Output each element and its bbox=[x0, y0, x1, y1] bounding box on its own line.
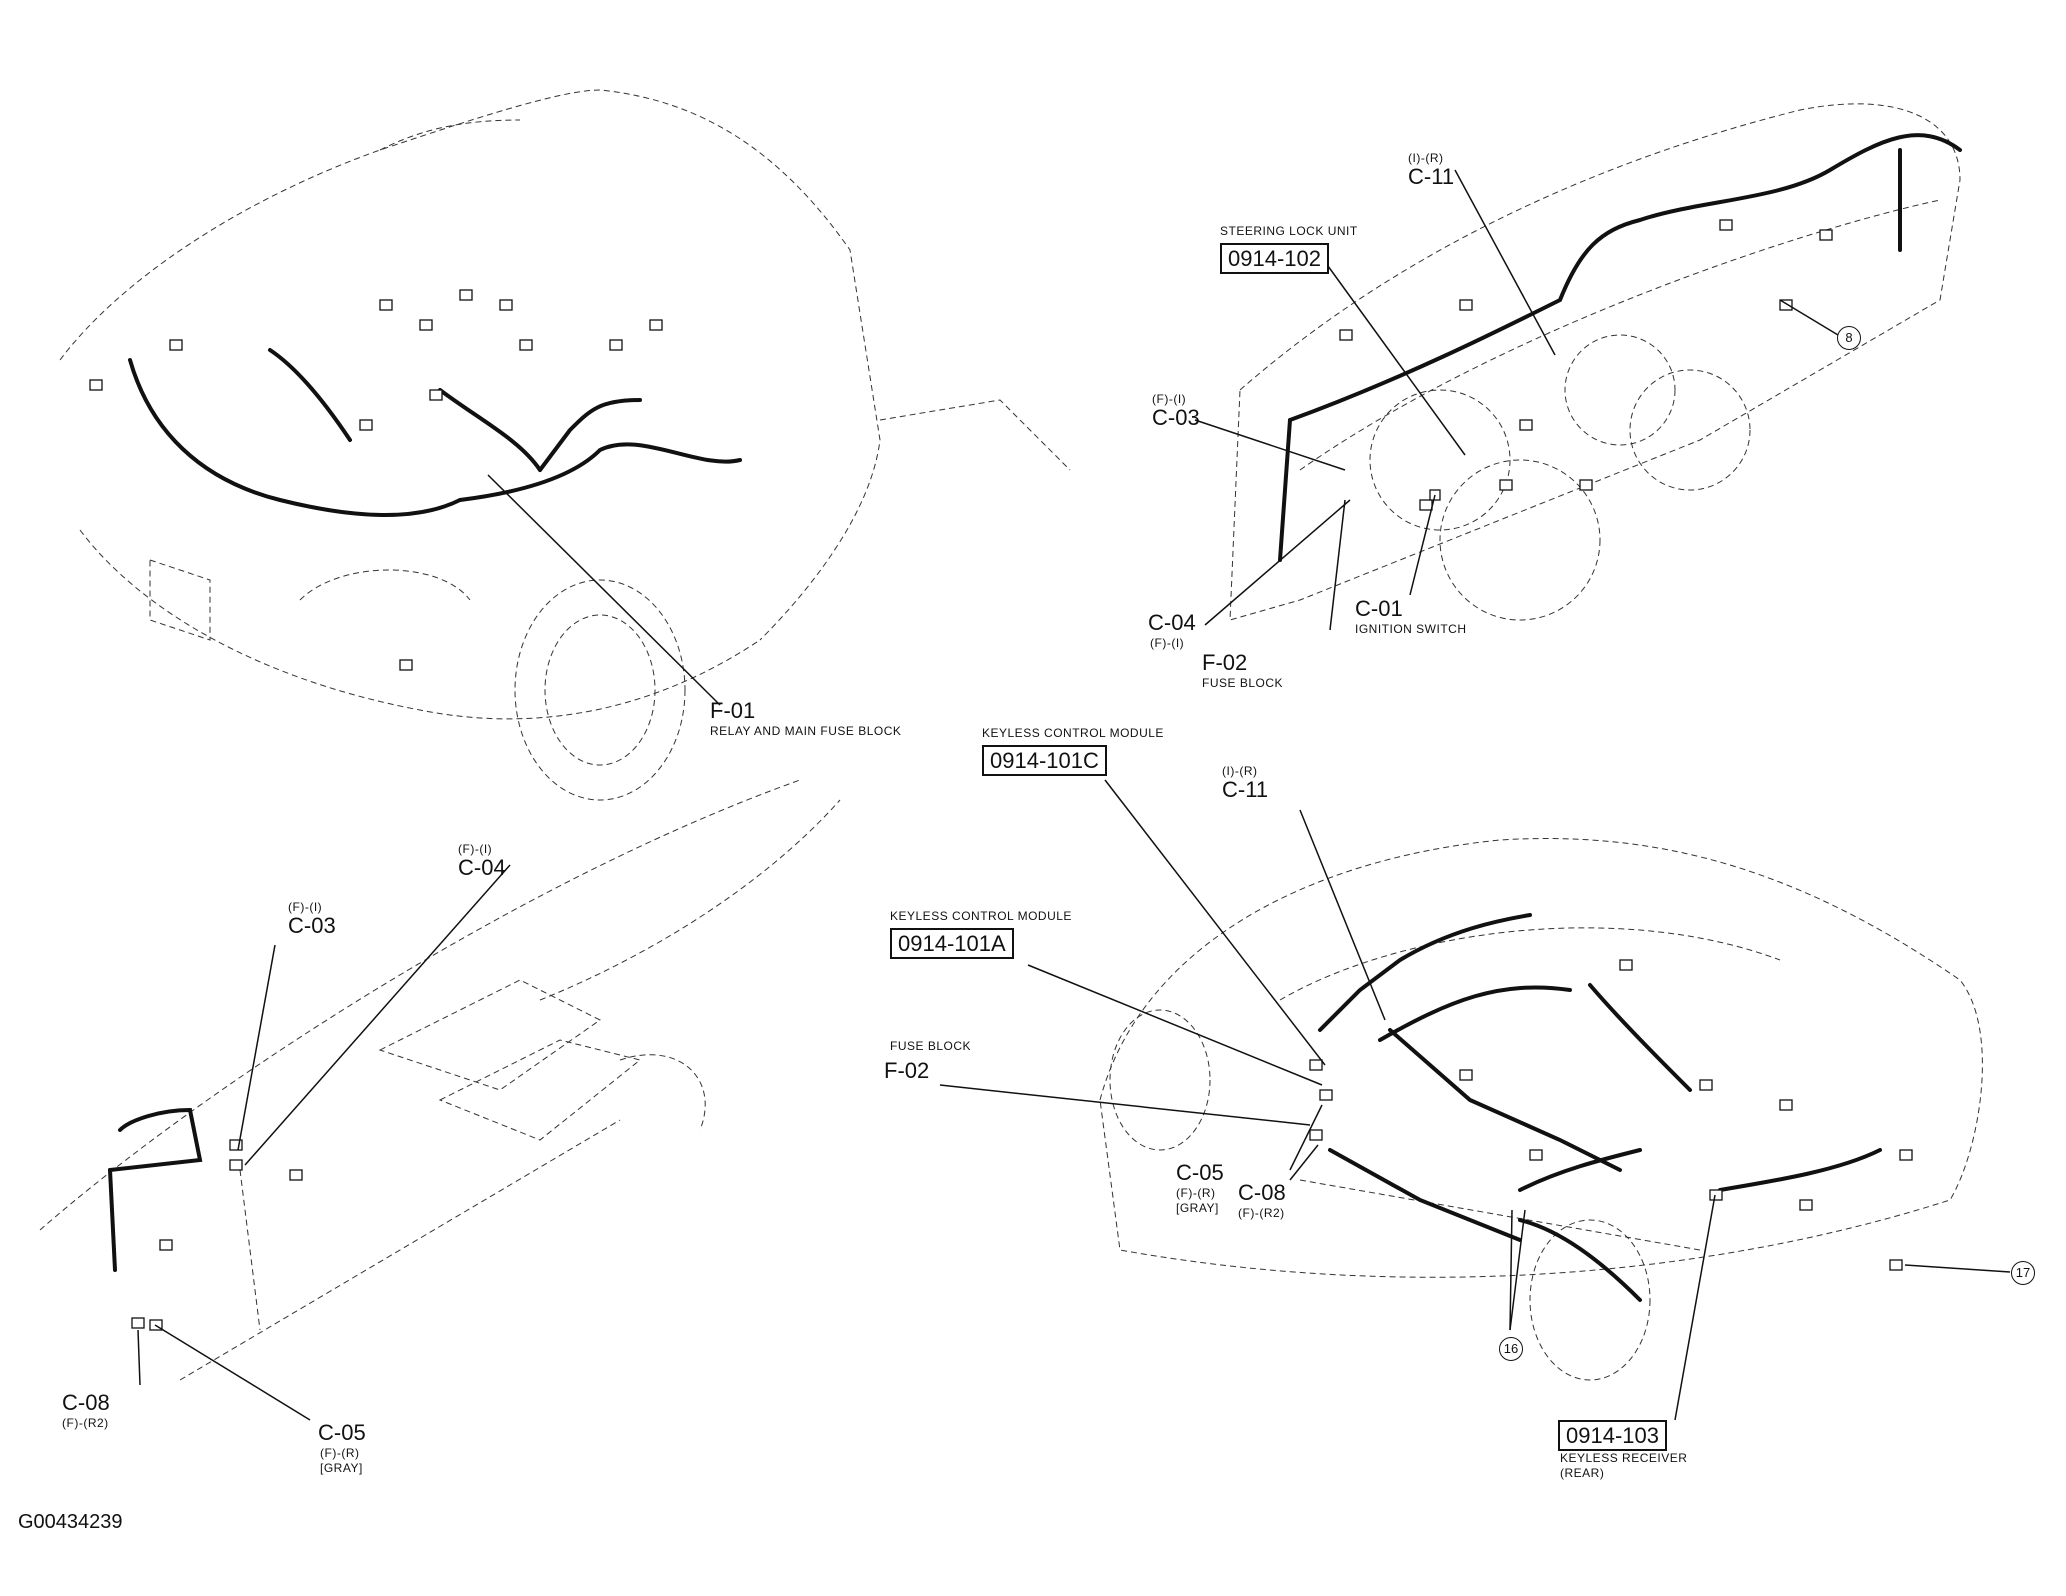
keyless-receiver-caption2: (REAR) bbox=[1560, 1466, 1605, 1480]
callout-17: 17 bbox=[2011, 1261, 2035, 1285]
dash-c04-code: C-04 bbox=[1148, 610, 1196, 635]
dash-c01-code: C-01 bbox=[1355, 596, 1403, 621]
f01-code: F-01 bbox=[710, 698, 756, 723]
under-c05-code: C-05 bbox=[318, 1420, 366, 1445]
kcm-c-ref: 0914-101C bbox=[982, 745, 1107, 776]
body-c11-sub: (I)-(R) bbox=[1222, 764, 1258, 778]
car-outlines bbox=[39, 89, 1983, 1381]
dash-c11-code: C-11 bbox=[1408, 164, 1455, 189]
body-c05-code: C-05 bbox=[1176, 1160, 1224, 1185]
dash-f02-code: F-02 bbox=[1202, 650, 1248, 675]
dash-f02-caption: FUSE BLOCK bbox=[1202, 676, 1284, 690]
body-c05-sub2: [GRAY] bbox=[1176, 1201, 1219, 1215]
callout-16: 16 bbox=[1499, 1337, 1523, 1361]
dash-c01-caption: IGNITION SWITCH bbox=[1355, 622, 1467, 636]
kcm-c-caption: KEYLESS CONTROL MODULE bbox=[982, 726, 1164, 740]
under-c05-sub: (F)-(R) bbox=[320, 1446, 360, 1460]
steering-lock-caption: STEERING LOCK UNIT bbox=[1220, 224, 1358, 238]
under-c08-code: C-08 bbox=[62, 1390, 110, 1415]
callout-8: 8 bbox=[1837, 326, 1861, 350]
dash-c11-sub: (I)-(R) bbox=[1408, 151, 1444, 165]
connectors bbox=[89, 219, 1913, 1331]
under-c08-sub: (F)-(R2) bbox=[62, 1416, 109, 1430]
under-c04-code: C-04 bbox=[458, 855, 506, 880]
keyless-receiver-ref: 0914-103 bbox=[1558, 1420, 1667, 1451]
under-c04-sub: (F)-(I) bbox=[458, 842, 493, 856]
keyless-receiver-caption: KEYLESS RECEIVER bbox=[1560, 1451, 1688, 1465]
body-c05-sub: (F)-(R) bbox=[1176, 1186, 1216, 1200]
dash-c03-sub: (F)-(I) bbox=[1152, 392, 1187, 406]
dash-c04-sub: (F)-(I) bbox=[1150, 636, 1185, 650]
steering-lock-ref: 0914-102 bbox=[1220, 243, 1329, 274]
body-fuse-code: F-02 bbox=[884, 1058, 930, 1083]
wire-harnesses bbox=[108, 133, 1962, 1302]
figure-id: G00434239 bbox=[18, 1511, 123, 1533]
body-c08-sub: (F)-(R2) bbox=[1238, 1206, 1285, 1220]
body-fuse-caption: FUSE BLOCK bbox=[890, 1039, 972, 1053]
leader-lines bbox=[137, 169, 2011, 1421]
body-c08-code: C-08 bbox=[1238, 1180, 1286, 1205]
dash-c03-code: C-03 bbox=[1152, 405, 1200, 430]
kcm-a-caption: KEYLESS CONTROL MODULE bbox=[890, 909, 1072, 923]
under-c03-code: C-03 bbox=[288, 913, 336, 938]
under-c05-sub2: [GRAY] bbox=[320, 1461, 363, 1475]
f01-caption: RELAY AND MAIN FUSE BLOCK bbox=[710, 724, 902, 738]
body-c11-code: C-11 bbox=[1222, 777, 1269, 802]
under-c03-sub: (F)-(I) bbox=[288, 900, 323, 914]
kcm-a-ref: 0914-101A bbox=[890, 928, 1014, 959]
